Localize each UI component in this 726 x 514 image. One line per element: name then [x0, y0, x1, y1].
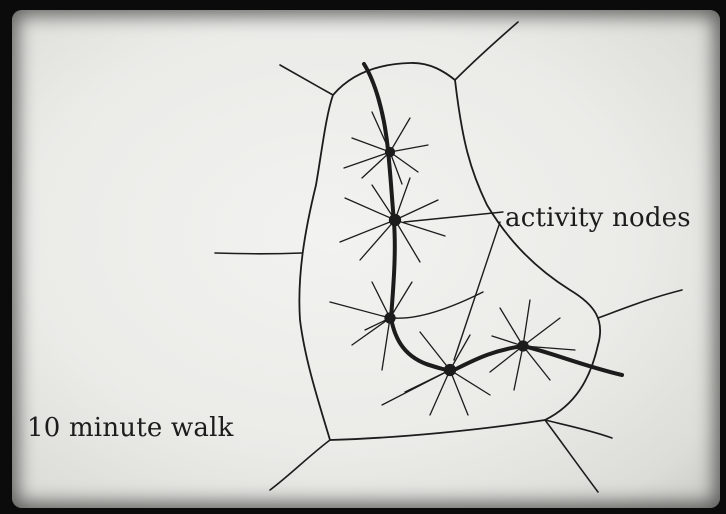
pointer-line	[454, 222, 500, 360]
activity-node	[490, 300, 575, 390]
activity-node	[382, 332, 490, 415]
street	[270, 440, 330, 490]
street	[598, 290, 682, 318]
street	[280, 65, 333, 95]
pointer-line	[404, 212, 503, 222]
activity-node	[330, 282, 412, 370]
street	[455, 22, 518, 80]
street	[215, 253, 302, 254]
neighborhood-boundary	[299, 63, 600, 440]
activity-nodes-label: activity nodes	[505, 203, 691, 233]
walk-distance-label: 10 minute walk	[27, 413, 234, 443]
street	[545, 420, 612, 438]
